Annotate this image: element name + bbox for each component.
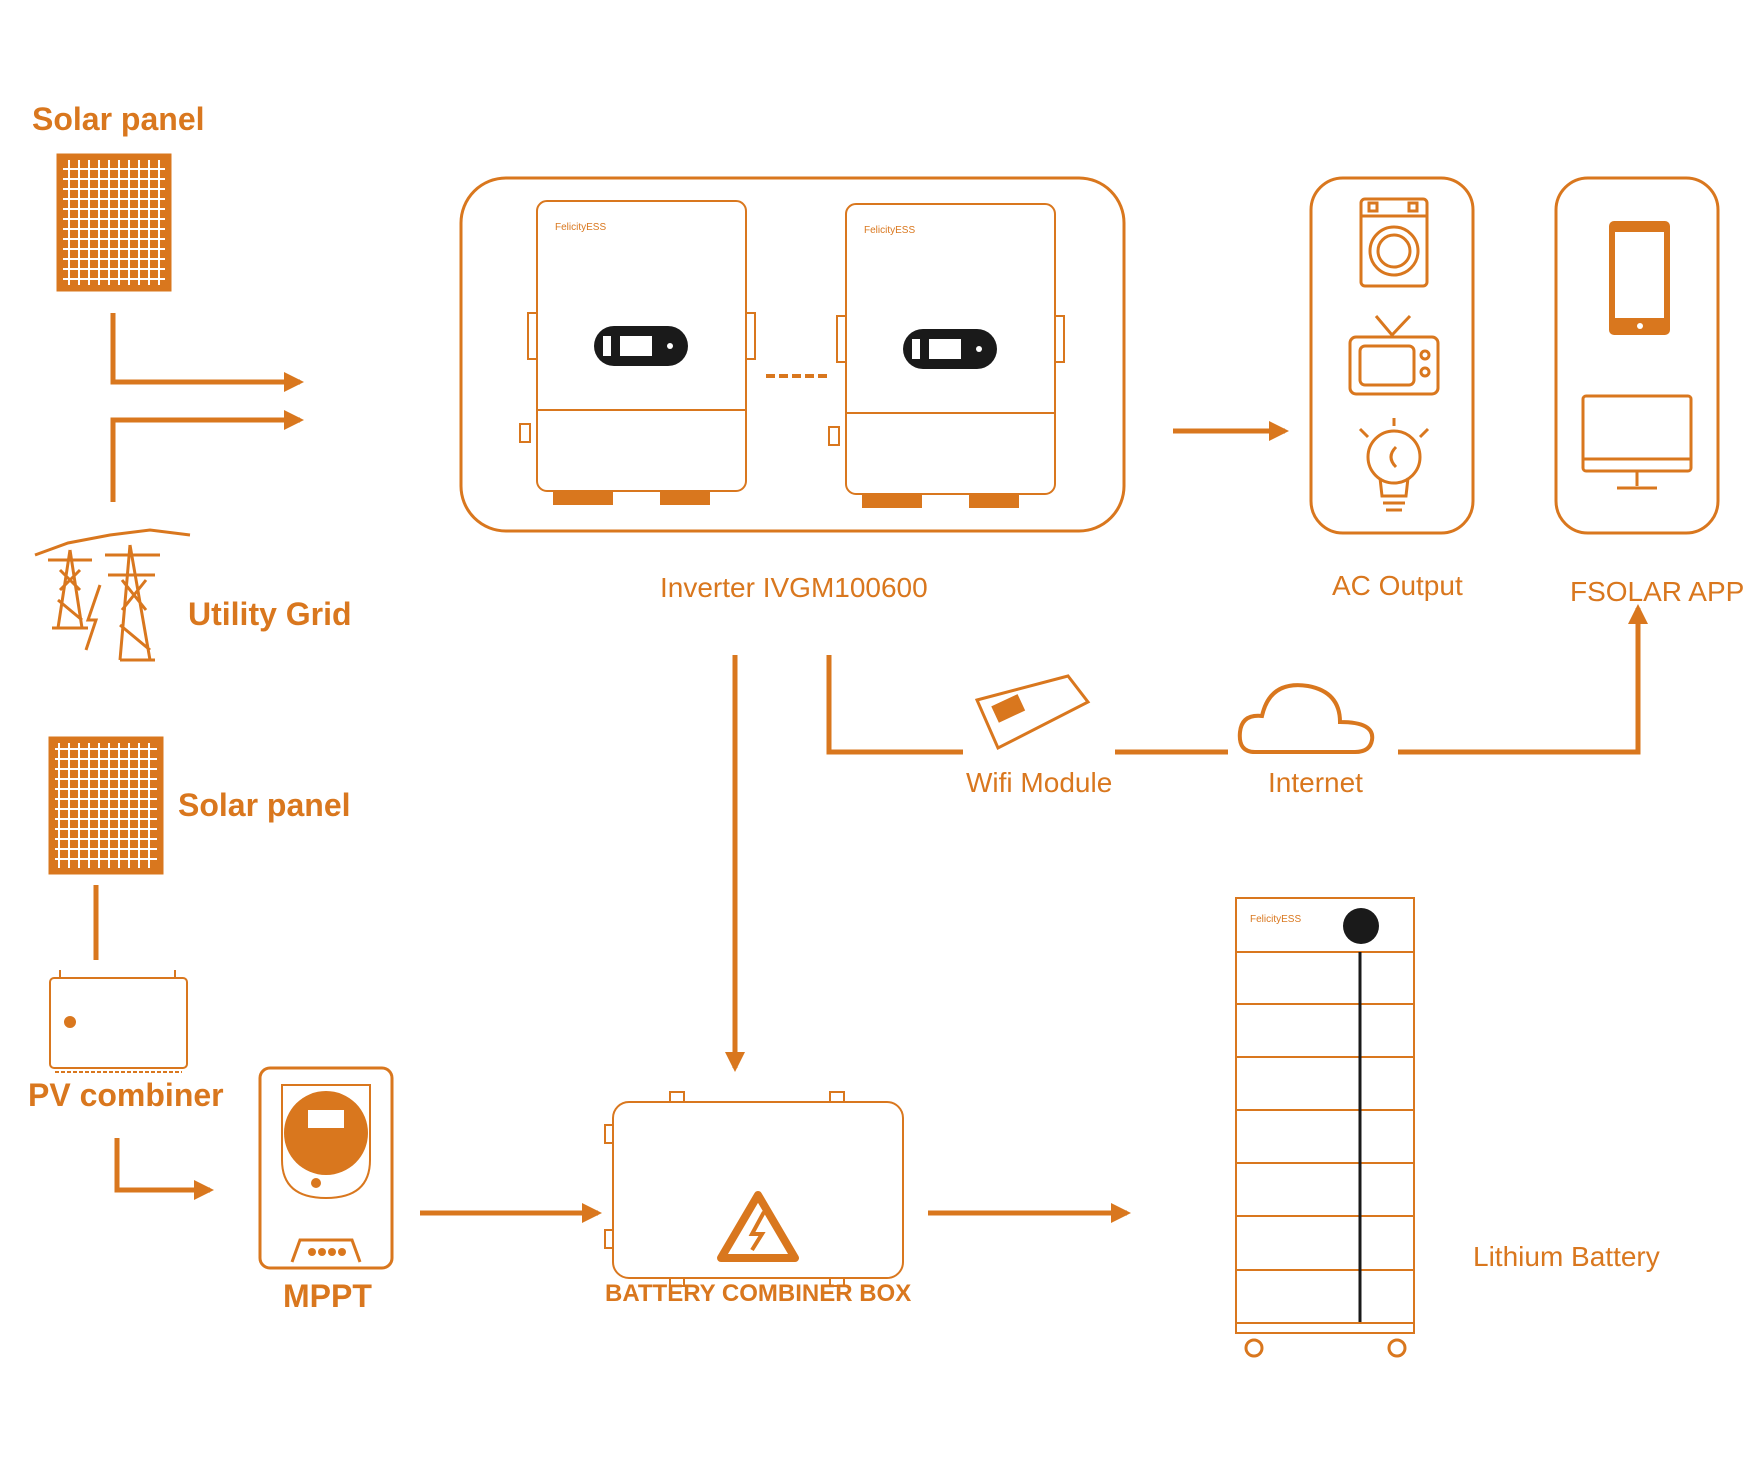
mppt-controller-icon: [258, 1066, 394, 1270]
inverter-label: Inverter IVGM100600: [660, 572, 928, 603]
utility-grid-label: Utility Grid: [188, 596, 352, 632]
solar-panel-label: Solar panel: [178, 787, 351, 823]
desktop-monitor-icon: [1581, 394, 1693, 490]
television-icon: [1348, 314, 1440, 396]
cloud-icon: [1237, 683, 1375, 754]
inverter-unit-icon: FelicityESS: [519, 200, 756, 505]
fsolar-app-label: FSOLAR APP: [1570, 576, 1745, 607]
utility-grid-icon: [34, 528, 191, 662]
inverter-unit-icon: FelicityESS: [828, 203, 1065, 508]
solar-panel-label: Solar panel: [32, 101, 205, 137]
mppt-label: MPPT: [283, 1278, 372, 1314]
solar-panel-icon: [56, 153, 172, 292]
inverter-to-wifi-line: [826, 655, 963, 755]
solar-panel-icon: [48, 736, 164, 875]
lithium-battery-label: Lithium Battery: [1473, 1241, 1660, 1272]
grid-to-inverter-arrow: [110, 410, 304, 502]
svg-text:FelicityESS: FelicityESS: [864, 225, 915, 236]
solar-to-inverter-arrow: [110, 313, 304, 392]
pv-combiner-label: PV combiner: [28, 1077, 224, 1113]
internet-label: Internet: [1268, 767, 1363, 798]
svg-text:FelicityESS: FelicityESS: [1250, 914, 1301, 925]
inverter-group-frame: [459, 176, 1126, 533]
smartphone-icon: [1609, 221, 1670, 335]
internet-to-app-arrow: [1398, 604, 1648, 755]
app-frame: [1554, 176, 1720, 535]
washing-machine-icon: [1359, 197, 1429, 288]
battery-combiner-box-icon: [604, 1091, 904, 1287]
wifi-module-label: Wifi Module: [966, 767, 1113, 798]
battery-combiner-box-label: BATTERY COMBINER BOX: [605, 1280, 912, 1307]
lightbulb-icon: [1358, 418, 1430, 512]
svg-text:FelicityESS: FelicityESS: [555, 222, 606, 233]
lithium-battery-stack-icon: FelicityESS: [1235, 897, 1415, 1358]
pv-combiner-to-mppt-arrow: [114, 1138, 214, 1200]
ac-output-label: AC Output: [1332, 570, 1463, 601]
pv-combiner-icon: [49, 970, 188, 1073]
ac-output-frame: [1309, 176, 1475, 535]
wifi-module-icon: [974, 674, 1091, 751]
